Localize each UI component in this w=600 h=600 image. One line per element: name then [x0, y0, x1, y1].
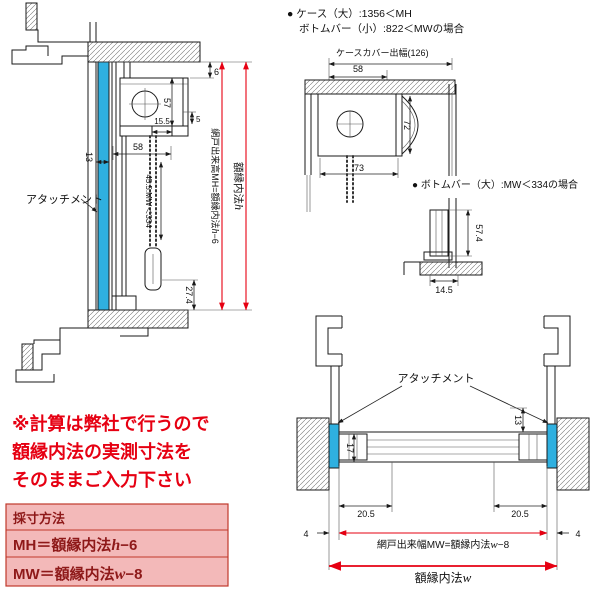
dim-13: 13: [84, 152, 94, 162]
plan-red-dimensions: 網戸出来幅MW=額縁内法w−8 額縁内法w: [328, 530, 558, 585]
attachment-strip-left: [328, 423, 340, 469]
elevation-red-dimensions: 網戸出来高MH=額縁内法h−6 額縁内法h: [209, 61, 249, 311]
head-casing: [87, 41, 201, 63]
case-cover-width-label: ケースカバー出幅(126): [336, 47, 429, 58]
dim-57: 57: [162, 98, 172, 108]
frame-width-dim-label: 額縁内法w: [415, 570, 472, 585]
right-jamb-plan: [543, 315, 571, 424]
side-jamb-section: [448, 84, 457, 268]
note-bottombar-large: ● ボトムバー（大）:MW＜334の場合: [412, 178, 578, 191]
warning-line-3: そのままご入力下さい: [12, 469, 192, 490]
table-header: 採寸方法: [13, 511, 65, 526]
table-row-mw: MW＝額縁内法w−8: [13, 565, 142, 583]
dim-4-left: 4: [303, 529, 308, 539]
dim-58-section: 58: [353, 64, 363, 74]
dim-45-5: 45.5:MW＜334: [144, 174, 153, 228]
warning-line-1: ※計算は弊社で行うので: [12, 413, 210, 434]
case-cover-curve: [401, 95, 419, 155]
elevation-dimensions: 6 57 15.5 5 13 58 45.5:MW＜334 27.4: [84, 61, 252, 311]
dim-17: 17: [345, 443, 355, 453]
dim-6: 6: [214, 67, 219, 77]
dim-27-4: 27.4: [184, 286, 194, 304]
attachment-label: アタッチメント: [398, 372, 475, 385]
dim-57-4: 57.4: [474, 224, 484, 242]
warning-line-2: 額縁内法の実測寸法を: [11, 441, 192, 462]
warning-note: ※計算は弊社で行うので 額縁内法の実測寸法を そのままご入力下さい: [11, 413, 210, 490]
frame-head-profile: [11, 2, 97, 65]
dim-5: 5: [196, 115, 201, 124]
plan-drawing: アタッチメント 13 17: [296, 315, 590, 585]
roller-case: [119, 62, 189, 137]
table-background: [5, 503, 229, 587]
right-wall: [556, 417, 590, 491]
note-bottombar-small: ボトムバー（小）:822＜MWの場合: [299, 22, 465, 35]
dim-73: 73: [354, 163, 364, 173]
head-casing-section: [304, 79, 456, 95]
attachment-strip-right: [546, 423, 558, 469]
attachment-callout: アタッチメント: [26, 193, 103, 213]
screen-width-dim-label: 網戸出来幅MW=額縁内法w−8: [377, 538, 510, 551]
table-row-mh: MH＝額縁内法h−6: [13, 536, 137, 554]
screen-frame-plan: [338, 431, 548, 463]
left-wall: [296, 417, 330, 491]
frame-sill-profile: [15, 327, 188, 383]
bottom-bar-detail: [403, 209, 483, 276]
frame-height-dim-label: 額縁内法h: [232, 162, 246, 210]
measurement-table: 採寸方法 MH＝額縁内法h−6 MW＝額縁内法w−8: [5, 503, 229, 587]
elevation-drawing: 6 57 15.5 5 13 58 45.5:MW＜334 27.4 アタッチメ…: [11, 2, 252, 383]
roller-case-section: [317, 93, 419, 157]
case-section-drawing: ● ケース（大）:1356＜MH ボトムバー（小）:822＜MWの場合 ケースカ…: [287, 7, 578, 295]
dim-13-plan: 13: [513, 415, 523, 425]
dim-58: 58: [133, 142, 143, 152]
screen-height-dim-label: 網戸出来高MH=額縁内法h−6: [209, 128, 221, 244]
note-case-large: ● ケース（大）:1356＜MH: [287, 7, 412, 20]
chain-weight: [144, 247, 162, 291]
dim-20-5-left: 20.5: [357, 509, 375, 519]
attachment-callout-plan: アタッチメント: [337, 372, 549, 424]
dim-15-5: 15.5: [154, 117, 170, 126]
dim-20-5-right: 20.5: [511, 509, 529, 519]
dim-14-5: 14.5: [435, 285, 453, 295]
left-jamb-plan: [315, 315, 343, 424]
sill-casing: [87, 309, 189, 329]
attachment-label: アタッチメント: [26, 193, 103, 206]
attachment-strip: [97, 61, 110, 311]
dim-72: 72: [402, 120, 412, 130]
dim-4-right: 4: [575, 529, 580, 539]
